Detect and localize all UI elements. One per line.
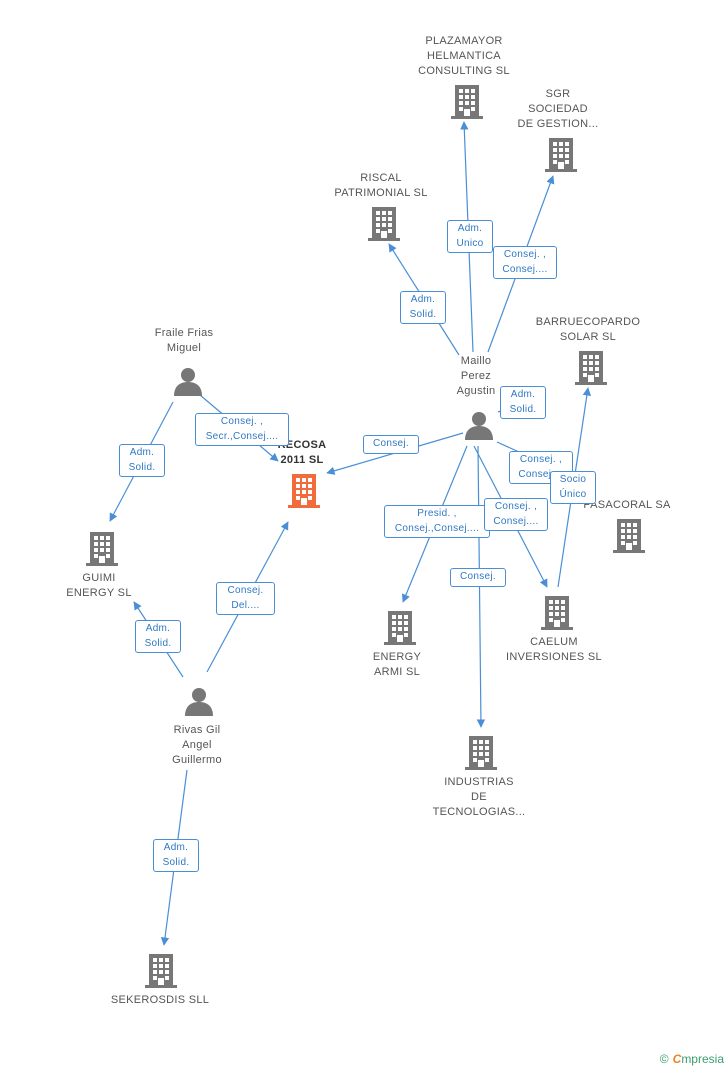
edge-label-caelum-barruecopardo[interactable]: Socio Único	[550, 471, 596, 504]
edge-label-maillo-energyarmi[interactable]: Presid. , Consej.,Consej....	[384, 505, 490, 538]
brand-logo: ©Cmpresia	[660, 1052, 724, 1066]
person-icon[interactable]	[174, 368, 202, 396]
node-sgr-label[interactable]: SGR SOCIEDAD DE GESTION...	[517, 88, 599, 130]
building-icon[interactable]	[384, 611, 416, 645]
node-energyarmi-label[interactable]: ENERGY ARMI SL	[372, 651, 422, 678]
brand-name: mpresia	[681, 1052, 724, 1066]
node-maillo-label[interactable]: Maillo Perez Agustin	[456, 355, 496, 397]
building-icon[interactable]	[613, 519, 645, 553]
edge-label-maillo-industrias[interactable]: Consej.	[450, 568, 506, 587]
node-industrias-label[interactable]: INDUSTRIAS DE TECNOLOGIAS...	[432, 776, 526, 818]
edge-label-maillo-riscal[interactable]: Adm. Solid.	[400, 291, 446, 324]
node-recosa-label[interactable]: RECOSA 2011 SL	[277, 439, 327, 466]
edge-label-rivas-guimi[interactable]: Adm. Solid.	[135, 620, 181, 653]
edge-label-maillo-self[interactable]: Adm. Solid.	[500, 386, 546, 419]
edge-label-fraile-recosa[interactable]: Consej. , Secr.,Consej....	[195, 413, 289, 446]
person-icon[interactable]	[185, 688, 213, 716]
edge-label-maillo-recosa[interactable]: Consej.	[363, 435, 419, 454]
edge-label-maillo-plazamayor[interactable]: Adm. Unico	[447, 220, 493, 253]
edge-label-rivas-sekerosdis[interactable]: Adm. Solid.	[153, 839, 199, 872]
edge-label-maillo-sgr[interactable]: Consej. , Consej....	[493, 246, 557, 279]
building-icon[interactable]	[545, 138, 577, 172]
node-plazamayor-label[interactable]: PLAZAMAYOR HELMANTICA CONSULTING SL	[418, 35, 510, 77]
person-icon[interactable]	[465, 412, 493, 440]
building-icon[interactable]	[86, 532, 118, 566]
node-barruecopardo-label[interactable]: BARRUECOPARDO SOLAR SL	[535, 316, 641, 343]
node-caelum-label[interactable]: CAELUM INVERSIONES SL	[506, 636, 602, 663]
edge-label-rivas-recosa[interactable]: Consej. Del....	[216, 582, 275, 615]
node-rivas-label[interactable]: Rivas Gil Angel Guillermo	[172, 724, 222, 766]
edge-label-fraile-guimi[interactable]: Adm. Solid.	[119, 444, 165, 477]
building-icon[interactable]	[575, 351, 607, 385]
building-icon[interactable]	[368, 207, 400, 241]
building-icon[interactable]	[145, 954, 177, 988]
node-guimi-label[interactable]: GUIMI ENERGY SL	[66, 572, 132, 599]
node-pasacoral-label[interactable]: PASACORAL SA	[583, 499, 671, 511]
node-fraile-label[interactable]: Fraile Frias Miguel	[154, 327, 214, 354]
node-riscal-label[interactable]: RISCAL PATRIMONIAL SL	[334, 172, 428, 199]
building-icon[interactable]	[465, 736, 497, 770]
building-icon[interactable]	[541, 596, 573, 630]
brand-initial: C	[672, 1052, 682, 1066]
edge-label-maillo-caelum-b[interactable]: Consej. , Consej....	[484, 498, 548, 531]
node-sekerosdis-label[interactable]: SEKEROSDIS SLL	[110, 994, 210, 1006]
copyright-symbol: ©	[659, 1052, 669, 1066]
building-icon-highlighted[interactable]	[288, 474, 320, 508]
